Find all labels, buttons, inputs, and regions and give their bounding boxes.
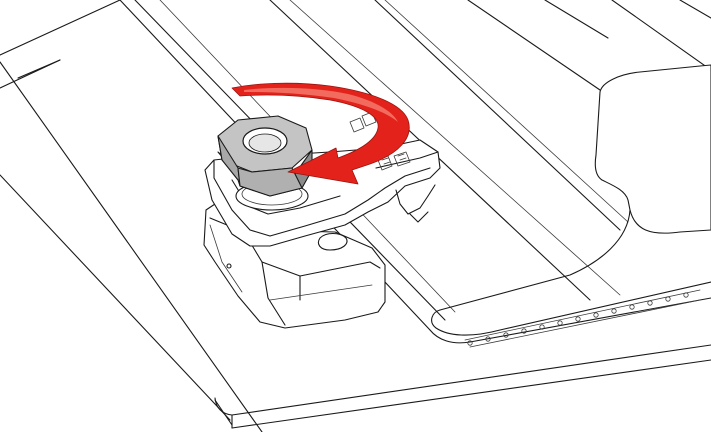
hex-nut — [217, 115, 313, 197]
rail-end-profile — [429, 64, 711, 348]
rail-perforations — [464, 289, 701, 348]
rotation-arrow-icon — [231, 82, 410, 185]
deck-edge — [214, 344, 711, 429]
